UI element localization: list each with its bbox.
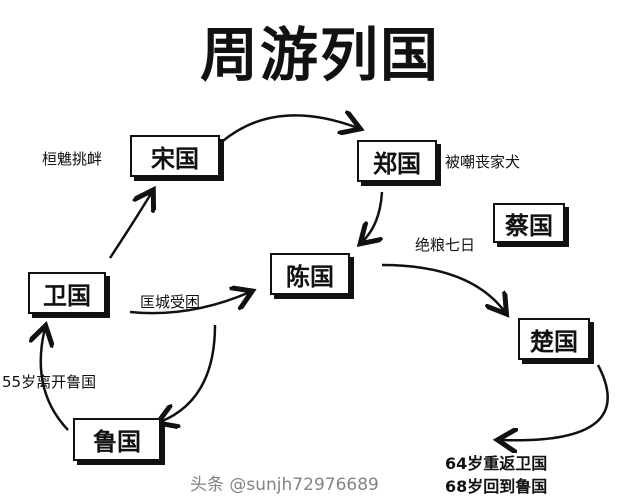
state-box-song: 宋国 [130,135,220,177]
arrow-kuang-to-chen [129,292,250,315]
event-label-song: 桓魋挑衅 [42,150,103,168]
event-label-return-lu: 68岁回到鲁国 [445,477,548,496]
arrow-song-to-zheng [214,115,358,149]
arrow-chu-to-return [500,364,609,440]
arrow-to-lu [160,324,217,422]
state-box-wei: 卫国 [28,272,106,314]
watermark: 头条 @sunjh72976689 [190,475,379,495]
diagram-title: 周游列国 [199,21,440,89]
state-box-cai: 蔡国 [493,203,565,243]
event-label-zheng: 被嘲丧家犬 [445,153,521,171]
arrow-zheng-to-chen [362,191,382,242]
arrow-chen-to-chu [381,263,505,312]
state-box-zheng: 郑国 [357,140,437,182]
event-label-leave-lu: 55岁离开鲁国 [2,373,97,391]
arrow-lu-to-wei [41,328,69,431]
event-label-kuang: 匡城受困 [140,293,201,311]
event-label-cai: 绝粮七日 [415,236,476,254]
state-box-lu: 鲁国 [73,418,161,461]
event-label-return-wei: 64岁重返卫国 [445,454,548,473]
arrow-wei-to-song [108,192,152,259]
state-box-chu: 楚国 [518,318,590,360]
state-box-chen: 陈国 [270,253,350,295]
